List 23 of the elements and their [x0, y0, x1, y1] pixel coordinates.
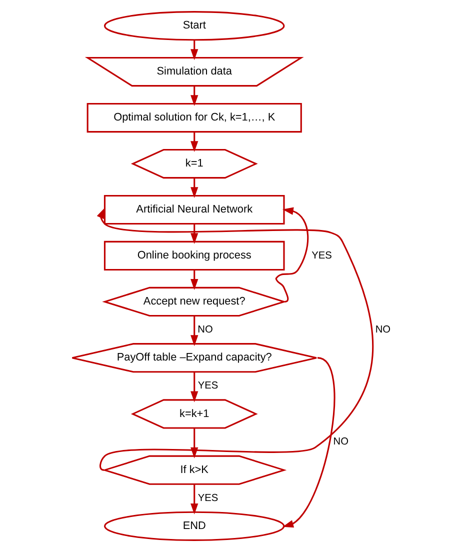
- node-box: Online booking process: [103, 240, 284, 271]
- edge-label: YES: [311, 250, 332, 262]
- arrow: [190, 270, 198, 290]
- arrow: [190, 316, 198, 346]
- arrow: [96, 208, 373, 470]
- edge-label: NO: [374, 324, 390, 336]
- node-box: Optimal solution for Ck, k=1,…, K: [86, 102, 302, 133]
- edge-label: YES: [197, 380, 218, 392]
- arrow: [190, 372, 198, 402]
- node-ellipse: Start: [103, 11, 284, 41]
- arrow: [190, 132, 198, 152]
- arrow: [190, 484, 198, 514]
- arrow: [190, 86, 198, 106]
- edge-label: NO: [197, 324, 212, 336]
- edge-label: YES: [197, 492, 218, 504]
- arrow: [282, 357, 335, 528]
- arrow: [274, 207, 308, 302]
- edge-label: NO: [332, 436, 348, 448]
- arrow: [190, 40, 198, 60]
- node-ellipse: END: [103, 511, 284, 541]
- arrow: [190, 178, 198, 198]
- arrow: [190, 224, 198, 244]
- node-box: Artificial Neural Network: [103, 194, 284, 225]
